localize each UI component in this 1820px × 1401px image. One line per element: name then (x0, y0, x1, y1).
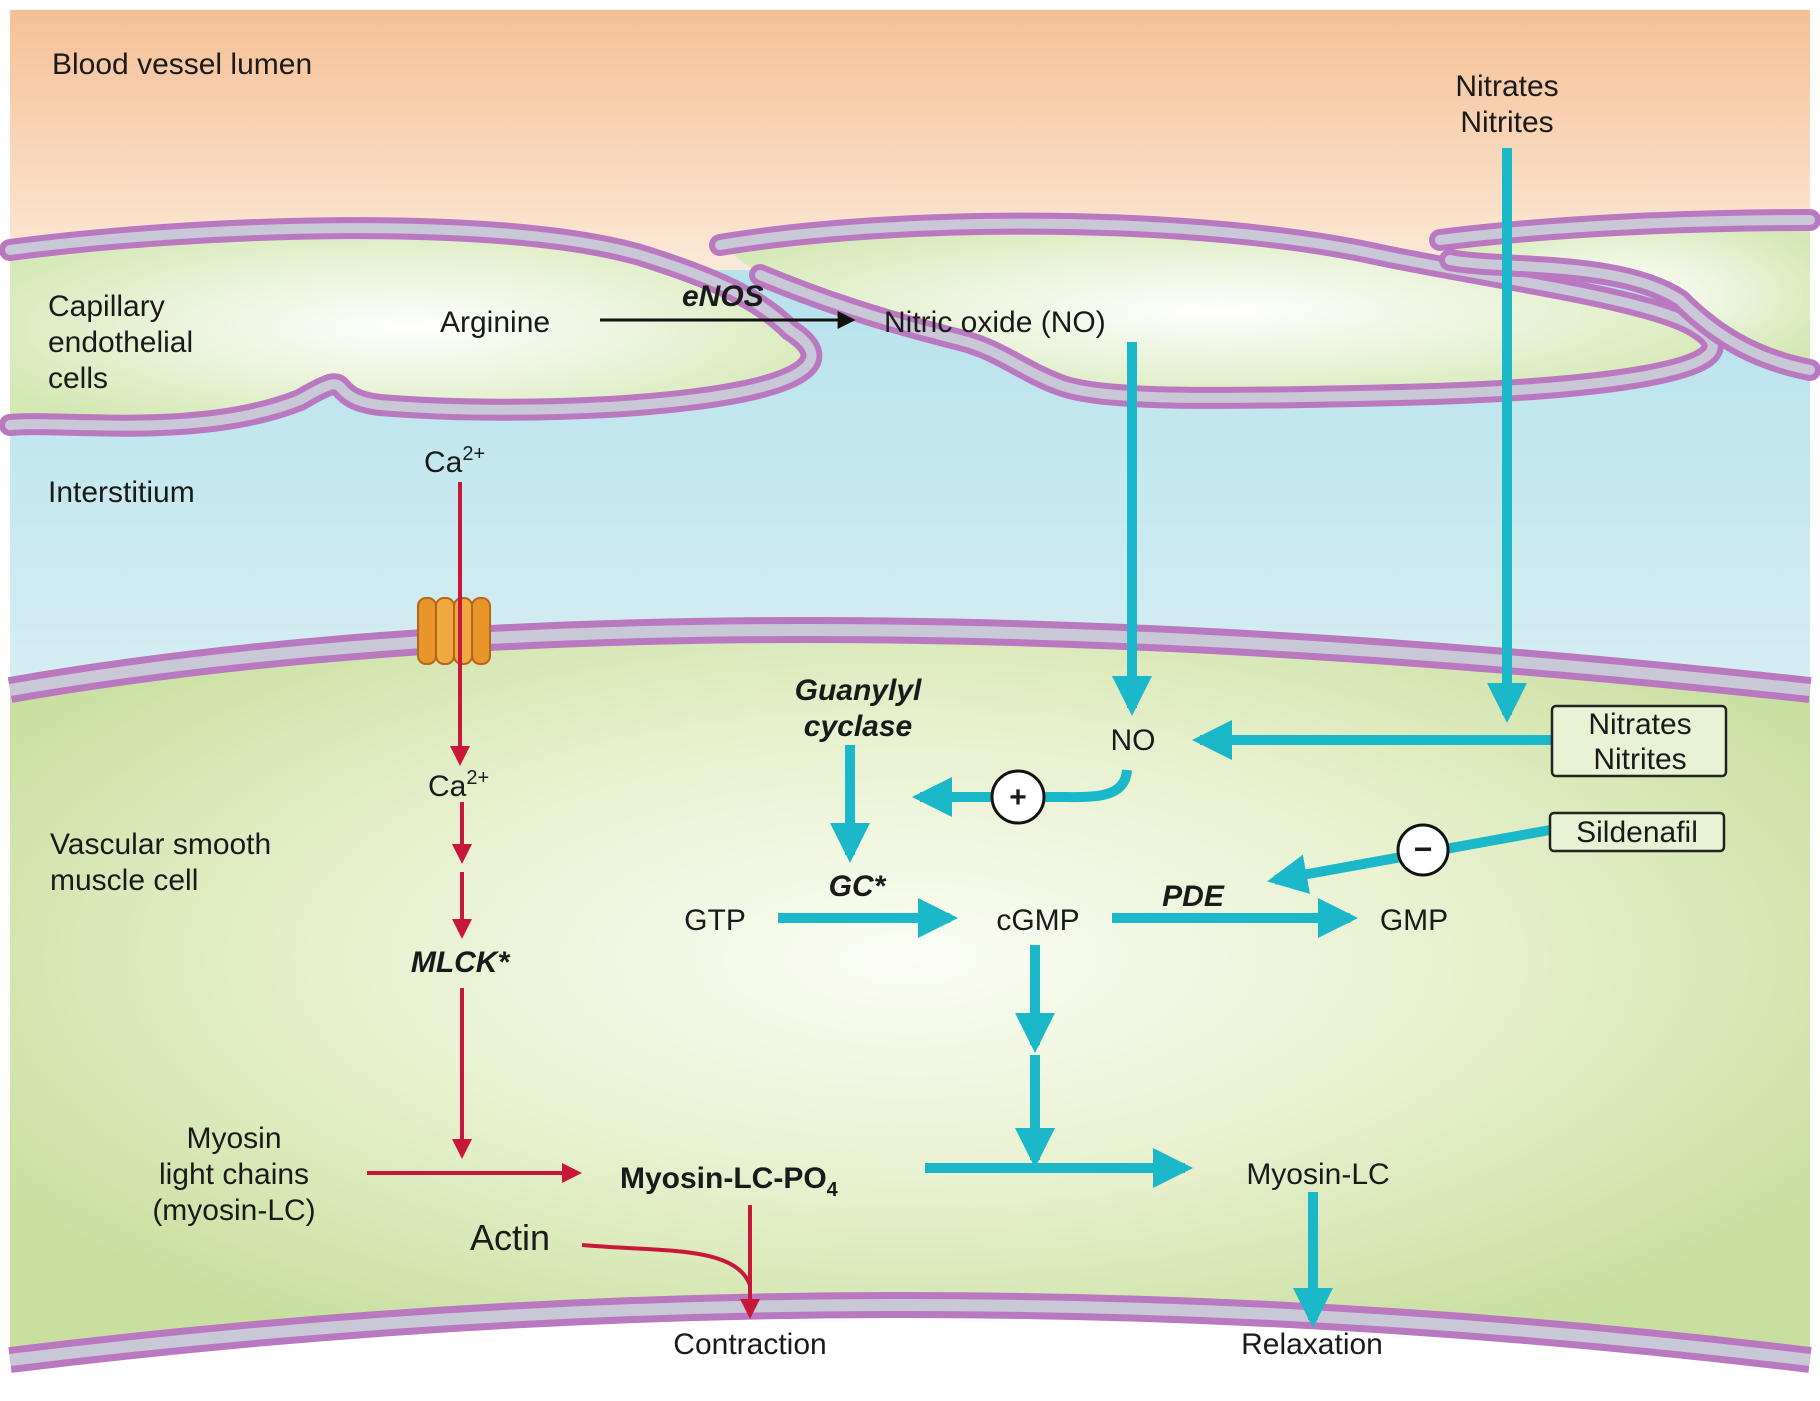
nitrates-top-label-1: Nitrates (1455, 70, 1558, 103)
nitric-oxide-label: Nitric oxide (NO) (884, 306, 1106, 339)
guanylyl-cyclase-label-1: Guanylyl (795, 674, 922, 707)
inhibition-minus-symbol: − (1398, 825, 1448, 875)
sildenafil-label: Sildenafil (1576, 816, 1698, 849)
gtp-label: GTP (684, 904, 746, 937)
no-muscle-label: NO (1111, 724, 1156, 757)
myosin-light-chains-label-3: (myosin-LC) (152, 1194, 315, 1227)
smooth-muscle-label-1: Vascular smooth (50, 828, 271, 861)
stimulation-plus-symbol: + (992, 771, 1044, 823)
cgmp-label: cGMP (996, 904, 1079, 937)
interstitium-label: Interstitium (48, 476, 195, 509)
nitrates-box-label-2: Nitrites (1593, 743, 1686, 776)
guanylyl-cyclase-label-2: cyclase (804, 710, 912, 743)
plus-label: + (1009, 781, 1027, 814)
mlck-label: MLCK* (411, 946, 511, 979)
arginine-label: Arginine (440, 306, 550, 339)
minus-label: − (1414, 831, 1433, 867)
lumen-label: Blood vessel lumen (52, 48, 312, 81)
myosin-lc-label: Myosin-LC (1246, 1158, 1389, 1191)
endothelial-label-1: Capillary (48, 290, 165, 323)
smooth-muscle-label-2: muscle cell (50, 864, 198, 897)
nitrates-top-label-2: Nitrites (1460, 106, 1553, 139)
enos-label: eNOS (682, 280, 764, 313)
calcium-channel-icon (418, 598, 490, 664)
gmp-label: GMP (1380, 904, 1448, 937)
nitrates-box-label-1: Nitrates (1588, 708, 1691, 741)
gc-active-label: GC* (829, 870, 887, 903)
relaxation-label: Relaxation (1241, 1328, 1383, 1361)
contraction-label: Contraction (673, 1328, 826, 1361)
pde-label: PDE (1162, 880, 1225, 913)
myosin-light-chains-label-1: Myosin (186, 1122, 281, 1155)
endothelial-label-2: endothelial (48, 326, 193, 359)
myosin-light-chains-label-2: light chains (159, 1158, 309, 1191)
actin-label: Actin (470, 1217, 550, 1258)
endothelial-label-3: cells (48, 362, 108, 395)
